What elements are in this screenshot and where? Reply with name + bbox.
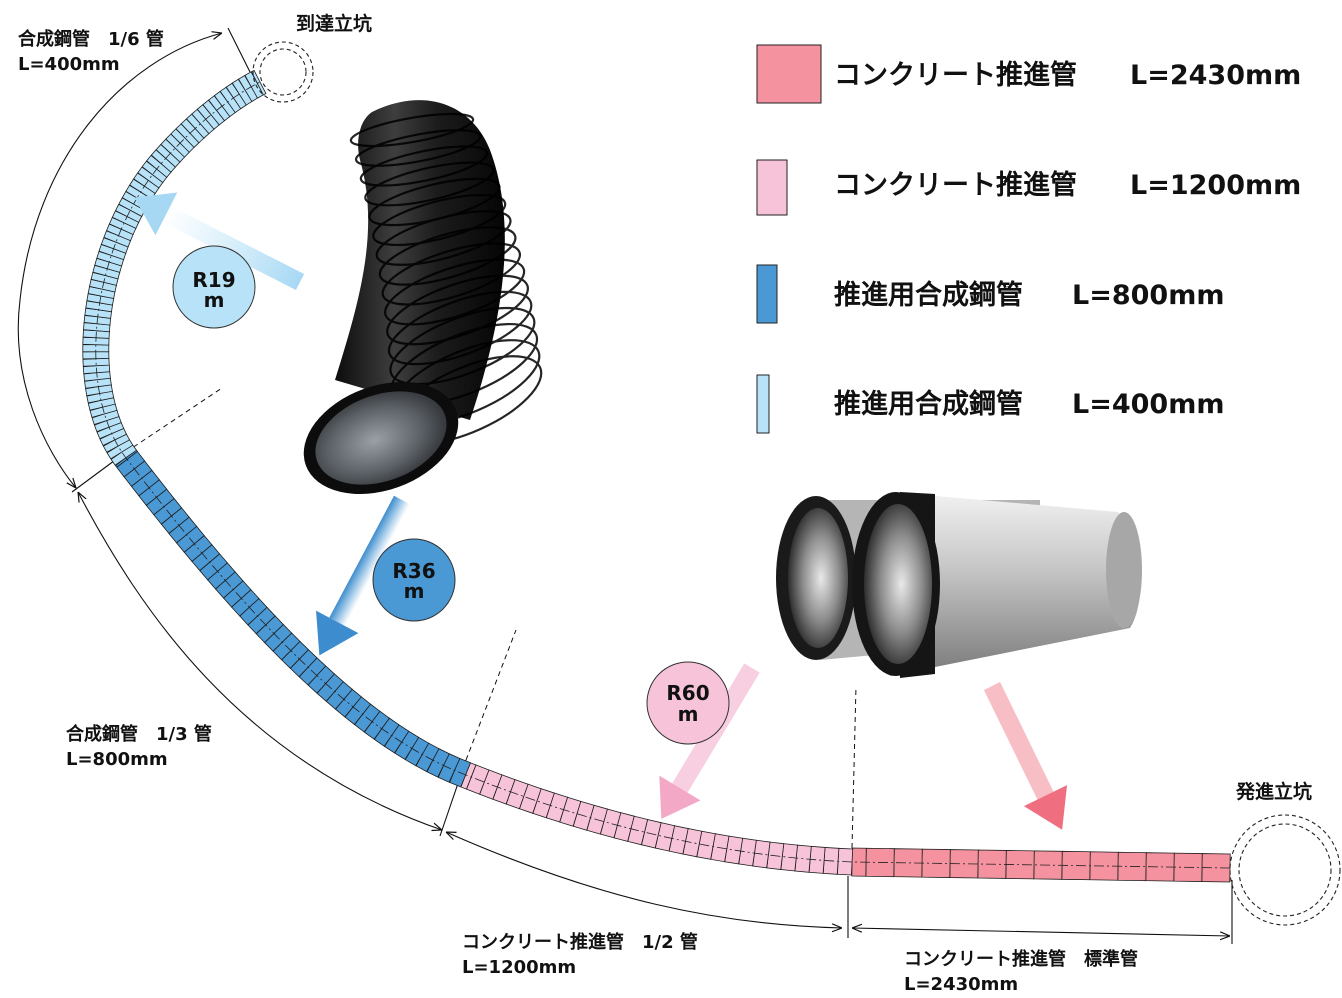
section-name: コンクリート推進管 標準管 xyxy=(904,948,1138,970)
steel-ring xyxy=(384,258,526,326)
steel-pipe-photo xyxy=(303,100,543,495)
legend-length: L=800mm xyxy=(1072,280,1224,311)
pipe-section-3 xyxy=(82,69,267,466)
steel-ring xyxy=(372,193,507,247)
legend-label: コンクリート推進管 xyxy=(834,60,1077,91)
dimension-arc-steel-400 xyxy=(17,33,222,488)
section-boundaries xyxy=(125,387,857,849)
legend-length: L=1200mm xyxy=(1130,170,1301,201)
steel-ring xyxy=(375,210,512,266)
section-name: コンクリート推進管 1/2 管 xyxy=(462,931,698,953)
radius-badge-bg xyxy=(372,538,456,622)
pipe-segment xyxy=(99,427,128,447)
dimension-arc-steel-800 xyxy=(78,492,442,830)
radius-value: R60 xyxy=(666,681,709,705)
steel-ring xyxy=(349,112,475,148)
legend-swatch xyxy=(756,264,778,324)
steel-ring xyxy=(354,129,482,167)
section-length: L=1200mm xyxy=(462,957,576,978)
section-name: 合成鋼管 1/3 管 xyxy=(66,723,212,745)
section-label-concrete-1200: コンクリート推進管 1/2 管 L=1200mm xyxy=(462,931,698,978)
legend-item-concrete-2430: コンクリート推進管 L=2430mm xyxy=(756,44,1301,104)
legend-item-steel-800: 推進用合成鋼管 L=800mm xyxy=(756,264,1224,324)
section-name: 合成鋼管 1/6 管 xyxy=(18,28,164,50)
dimension-lines xyxy=(17,27,1233,944)
radius-unit: m xyxy=(204,288,225,312)
radius-unit: m xyxy=(404,579,425,603)
radius-unit: m xyxy=(678,702,699,726)
radius-badge-bg xyxy=(172,245,256,329)
legend-swatch xyxy=(756,374,770,434)
section-length: L=800mm xyxy=(66,749,168,770)
section-length: L=400mm xyxy=(18,54,120,75)
legend-swatch xyxy=(756,159,788,216)
radius-badge-bg xyxy=(646,661,730,745)
steel-ring xyxy=(389,306,536,386)
launch-shaft-label: 発進立坑 xyxy=(1235,780,1312,803)
legend-label: 推進用合成鋼管 xyxy=(834,388,1023,420)
dimension-arc-concrete-1200 xyxy=(446,832,842,928)
legend-length: L=2430mm xyxy=(1130,60,1301,91)
arrival-shaft xyxy=(252,41,314,103)
legend-label: コンクリート推進管 xyxy=(834,170,1077,201)
section-label-concrete-2430: コンクリート推進管 標準管 L=2430mm xyxy=(904,948,1138,995)
pipe-segment xyxy=(96,421,125,440)
legend: コンクリート推進管 L=2430mm コンクリート推進管 L=1200mm 推進… xyxy=(756,44,1301,434)
radius-badge-r19: R19 m xyxy=(172,245,256,329)
arrow-r36 xyxy=(316,495,410,656)
radius-value: R19 xyxy=(192,268,235,292)
legend-swatch xyxy=(756,44,822,104)
arrival-shaft-label: 到達立坑 xyxy=(296,12,372,35)
section-label-steel-400: 合成鋼管 1/6 管 L=400mm xyxy=(18,28,164,75)
steel-ring xyxy=(378,226,517,286)
steel-ring xyxy=(364,161,495,207)
pipe-segment xyxy=(86,390,115,404)
steel-ring xyxy=(387,290,533,366)
pipe-alignment xyxy=(82,69,1231,883)
radius-value: R36 xyxy=(392,559,435,583)
radius-badge-r60: R60 m xyxy=(646,661,730,745)
pipe-segment xyxy=(851,847,867,877)
steel-ring xyxy=(359,145,489,187)
steel-ring xyxy=(381,242,522,306)
steel-ring xyxy=(386,274,529,346)
legend-item-steel-400: 推進用合成鋼管 L=400mm xyxy=(756,374,1224,434)
section-label-steel-800: 合成鋼管 1/3 管 L=800mm xyxy=(66,723,212,770)
legend-label: 推進用合成鋼管 xyxy=(834,279,1023,311)
launch-shaft xyxy=(1229,814,1341,926)
arrow-r19 xyxy=(134,192,305,291)
pipe-centerline xyxy=(95,81,1231,869)
concrete-pipe-photo xyxy=(776,492,1142,678)
legend-length: L=400mm xyxy=(1072,389,1224,420)
section-length: L=2430mm xyxy=(904,974,1018,995)
arrow-standard xyxy=(983,682,1068,830)
direction-arrows xyxy=(134,192,1068,830)
radius-badge-r36: R36 m xyxy=(372,538,456,622)
dimension-line-concrete-2430 xyxy=(852,928,1230,936)
legend-item-concrete-1200: コンクリート推進管 L=1200mm xyxy=(756,159,1301,216)
pipe-section-1 xyxy=(460,762,854,876)
pipe-segment xyxy=(808,845,826,874)
